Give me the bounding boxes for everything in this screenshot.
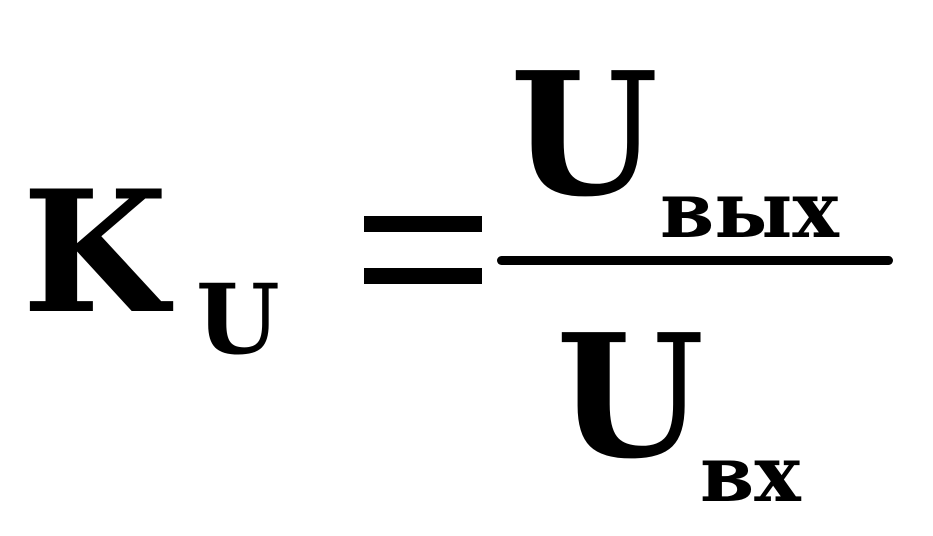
numerator-subscript: вых	[660, 165, 839, 256]
numerator-symbol: U	[510, 35, 659, 235]
denominator-symbol: U	[556, 297, 705, 497]
fraction-bar	[497, 256, 893, 265]
equals-bar-bottom	[364, 268, 482, 284]
denominator-subscript: вх	[700, 429, 801, 520]
gain-symbol: K	[22, 153, 169, 351]
gain-subscript: U	[196, 263, 280, 376]
equals-bar-top	[364, 216, 482, 232]
